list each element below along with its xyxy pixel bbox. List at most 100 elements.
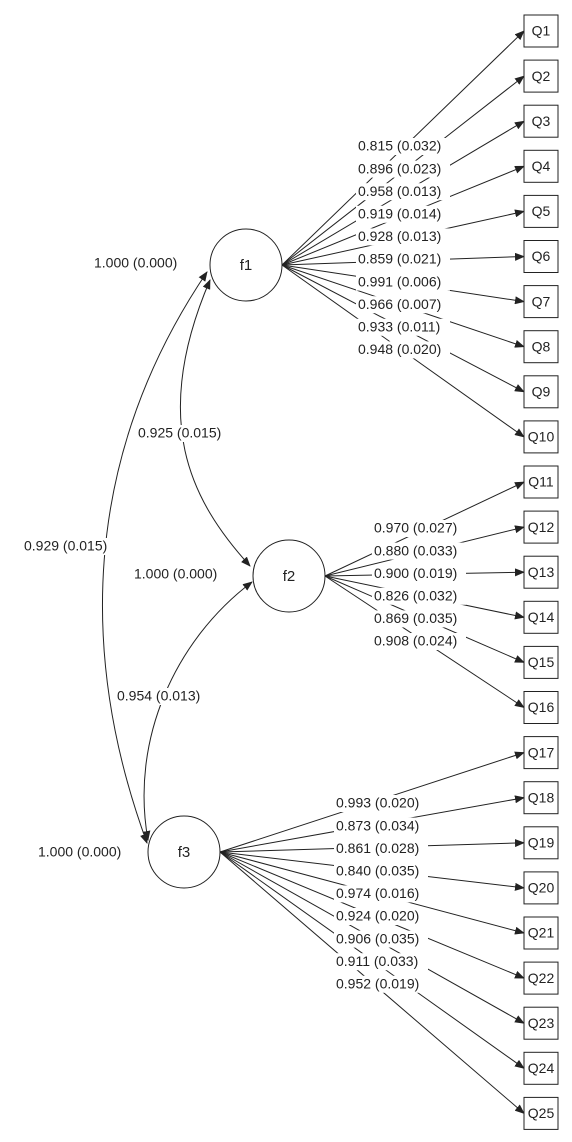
loading-label-bg	[334, 795, 428, 812]
loading-label-q14: 0.826 (0.032)	[374, 588, 457, 604]
item-label-q7: Q7	[532, 293, 551, 309]
item-label-q17: Q17	[528, 744, 555, 760]
correlation-label-bg	[136, 425, 232, 442]
item-label-q6: Q6	[532, 248, 551, 264]
factor-circle-f3	[147, 815, 221, 889]
correlation-curve-f1-f2	[179, 279, 251, 567]
loading-label-bg	[356, 138, 450, 155]
loading-label-bg	[372, 587, 466, 605]
item-box-q23	[523, 1006, 559, 1040]
loading-label-q4: 0.919 (0.014)	[358, 206, 441, 222]
factor-circle-f1	[209, 228, 283, 302]
correlation-label-f1-f3: 0.929 (0.015)	[24, 538, 107, 554]
item-label-q3: Q3	[532, 113, 551, 129]
loading-label-bg	[356, 160, 450, 178]
item-box-q17	[523, 736, 559, 770]
item-label-q4: Q4	[532, 158, 551, 174]
item-box-q6	[523, 240, 559, 273]
item-label-q11: Q11	[528, 474, 554, 490]
loading-label-bg	[356, 273, 450, 291]
item-box-q15	[523, 645, 559, 679]
loading-label-bg	[334, 930, 428, 948]
item-box-q3	[523, 104, 559, 138]
factor-label-f2: f2	[283, 568, 296, 585]
loading-label-bg	[372, 542, 466, 560]
item-label-q5: Q5	[532, 203, 551, 219]
item-label-q21: Q21	[528, 925, 555, 941]
loading-label-q20: 0.840 (0.035)	[336, 863, 419, 879]
loading-label-q5: 0.928 (0.013)	[358, 228, 441, 244]
item-label-q24: Q24	[528, 1060, 555, 1076]
loading-label-q13: 0.900 (0.019)	[374, 565, 457, 581]
item-box-q21	[523, 916, 559, 950]
item-box-q20	[523, 871, 559, 905]
loading-label-q22: 0.924 (0.020)	[336, 908, 419, 924]
item-label-q13: Q13	[528, 564, 555, 580]
loading-label-bg	[356, 183, 450, 201]
item-box-q18	[523, 781, 559, 815]
item-label-q19: Q19	[528, 835, 555, 851]
variance-label-f3: 1.000 (0.000)	[38, 844, 121, 860]
loading-label-bg	[334, 975, 428, 993]
variance-label-f1: 1.000 (0.000)	[94, 255, 177, 271]
item-label-q10: Q10	[528, 429, 555, 445]
factor-label-f1: f1	[240, 257, 253, 274]
correlation-label-f2-f3: 0.954 (0.013)	[117, 688, 200, 704]
item-box-q11	[523, 465, 559, 499]
loading-label-bg	[334, 817, 428, 835]
loading-label-bg	[372, 565, 466, 583]
loading-label-q7: 0.991 (0.006)	[358, 273, 441, 289]
item-label-q2: Q2	[532, 68, 551, 84]
item-label-q14: Q14	[528, 609, 555, 625]
loading-label-q24: 0.911 (0.033)	[336, 953, 418, 969]
item-box-q25	[523, 1096, 559, 1130]
loading-label-q21: 0.974 (0.016)	[336, 885, 419, 901]
item-label-q9: Q9	[532, 384, 551, 400]
correlation-curve-f1-f3	[102, 271, 208, 844]
labels-layer: Q1 0.815 (0.032) Q2 0.896 (0.023) Q3 0.958 (0…	[22, 23, 554, 1121]
correlation-curve-f2-f3	[142, 581, 253, 841]
item-label-q23: Q23	[528, 1015, 555, 1031]
item-label-q1: Q1	[532, 23, 551, 39]
item-box-q7	[523, 285, 559, 319]
loading-label-bg	[356, 318, 450, 336]
loading-label-q8: 0.966 (0.007)	[358, 296, 441, 312]
item-box-q5	[523, 194, 559, 228]
item-box-q4	[523, 149, 559, 183]
loading-label-q12: 0.880 (0.033)	[374, 542, 457, 558]
loading-label-bg	[334, 840, 428, 858]
item-box-q19	[523, 826, 559, 860]
item-box-q10	[523, 420, 559, 454]
item-box-q2	[523, 59, 559, 93]
item-box-q1	[523, 14, 559, 48]
correlation-label-f1-f2: 0.925 (0.015)	[138, 425, 221, 441]
loading-label-q18: 0.873 (0.034)	[336, 817, 419, 833]
loading-label-q15: 0.869 (0.035)	[374, 610, 457, 626]
item-box-q12	[523, 510, 559, 544]
item-box-q13	[523, 555, 559, 589]
loading-label-bg	[334, 908, 428, 925]
loading-label-q25: 0.952 (0.019)	[336, 976, 419, 992]
loading-label-q2: 0.896 (0.023)	[358, 160, 441, 176]
nodes-layer: f1 f2 f3	[147, 14, 559, 1130]
factor-circle-f2	[252, 539, 326, 613]
loading-label-bg	[334, 885, 428, 903]
item-box-q9	[523, 375, 559, 409]
loading-label-q11: 0.970 (0.027)	[374, 520, 457, 536]
factor-label-f3: f3	[178, 844, 191, 861]
item-label-q16: Q16	[528, 699, 555, 715]
loading-label-q3: 0.958 (0.013)	[358, 183, 441, 199]
item-box-q14	[523, 600, 559, 634]
variance-label-f2: 1.000 (0.000)	[134, 566, 217, 582]
loading-label-bg	[356, 341, 450, 359]
loading-label-q6: 0.859 (0.021)	[358, 251, 441, 267]
item-label-q25: Q25	[528, 1105, 555, 1121]
loading-label-bg	[356, 228, 450, 246]
loading-label-q23: 0.906 (0.035)	[336, 930, 419, 946]
loading-label-bg	[372, 520, 466, 537]
loading-label-q17: 0.993 (0.020)	[336, 795, 419, 811]
loading-label-q1: 0.815 (0.032)	[358, 138, 441, 154]
loading-label-bg	[334, 953, 428, 971]
correlation-label-bg	[115, 688, 211, 705]
